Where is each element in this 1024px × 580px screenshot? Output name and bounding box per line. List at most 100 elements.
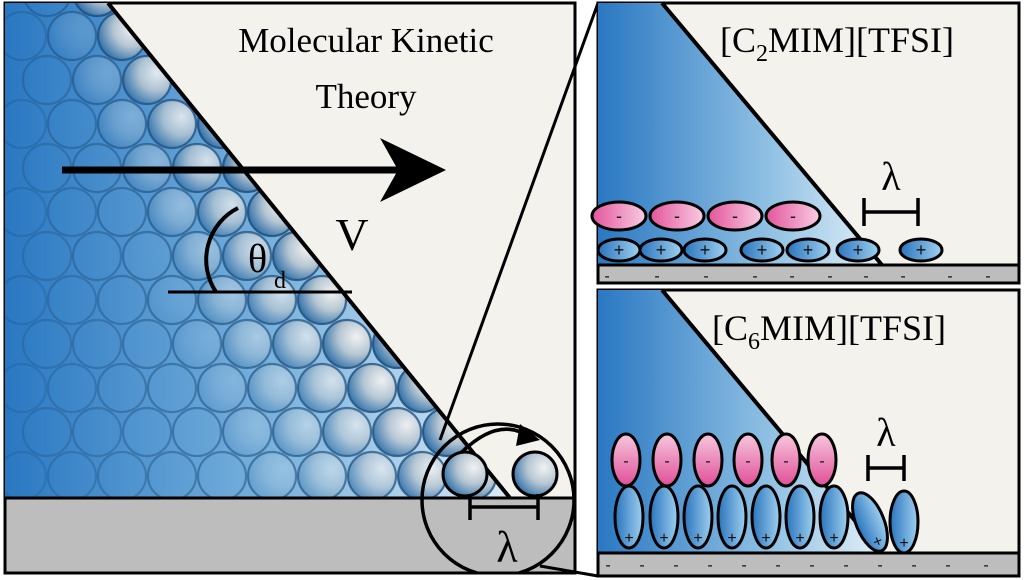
hopping-molecule	[511, 450, 559, 498]
liquid-molecule	[371, 406, 423, 458]
liquid-molecule	[71, 406, 123, 458]
contact-angle-symbol: θ	[248, 236, 267, 281]
surface-charge: -	[877, 557, 882, 574]
cation	[898, 237, 944, 263]
liquid-molecule	[71, 54, 123, 106]
anion	[732, 432, 764, 488]
liquid-molecule	[196, 450, 248, 498]
liquid-molecule	[196, 362, 248, 414]
zoom-inset	[420, 422, 575, 573]
c6-title-post: MIM][TFSI]	[760, 308, 946, 348]
zoom-projection-upper	[438, 2, 600, 441]
cation-sign: +	[853, 240, 864, 260]
surface-charge: -	[605, 557, 610, 574]
anion-sign: -	[732, 206, 738, 226]
velocity-arrow-head	[380, 138, 446, 202]
anion	[806, 432, 838, 488]
liquid-vapor-interface	[106, 1, 512, 500]
liquid-molecule	[5, 10, 48, 62]
cation-sign: +	[614, 240, 625, 260]
anion-sign: -	[616, 206, 622, 226]
cation-group: +	[613, 484, 645, 550]
top-right-panel: ----+++++++ ---------- λ [C2MIM][TFSI]	[590, 1, 1021, 285]
liquid-molecule	[5, 186, 48, 238]
liquid-molecule	[96, 450, 148, 498]
surface-charge: -	[843, 557, 848, 574]
zoom-projection-lower	[539, 564, 599, 578]
anion-sign: -	[790, 206, 796, 226]
liquid-molecule	[96, 98, 148, 150]
surface-charge: -	[741, 557, 746, 574]
cation-sign: +	[899, 535, 908, 552]
surface-charge: -	[985, 268, 990, 285]
cation-sign: +	[761, 530, 770, 547]
anion-sign: -	[819, 453, 824, 470]
surface-charge: -	[983, 557, 988, 574]
cation	[835, 237, 881, 263]
cation	[888, 489, 920, 555]
c2-liquid	[598, 3, 882, 265]
anion-sign: -	[783, 453, 788, 470]
liquid-molecule	[171, 230, 223, 282]
zoom-circle	[420, 422, 575, 573]
liquid-molecule	[171, 406, 223, 458]
liquid-molecule	[46, 274, 98, 326]
liquid-molecule	[146, 450, 198, 498]
c2-surface-charges: ----------	[604, 268, 990, 285]
liquid-molecule	[71, 230, 123, 282]
title-line-2: Theory	[315, 77, 417, 116]
velocity-label: V	[335, 209, 368, 260]
c6-title-pre: [C	[712, 308, 748, 348]
cation	[750, 484, 782, 550]
anion	[692, 432, 724, 488]
surface-charge: -	[752, 268, 757, 285]
cation	[716, 484, 748, 550]
liquid-molecule	[21, 318, 73, 370]
cation-sign: +	[795, 530, 804, 547]
liquid-molecule	[271, 318, 323, 370]
cation	[739, 237, 785, 263]
liquid-molecule	[171, 318, 223, 370]
liquid-molecule	[146, 274, 198, 326]
cation	[648, 484, 680, 550]
liquid-molecule	[196, 186, 248, 238]
liquid-molecule	[21, 406, 73, 458]
surface-charge: -	[654, 268, 659, 285]
liquid-molecule	[221, 406, 273, 458]
cation-sign: +	[659, 530, 668, 547]
surface-charge: -	[900, 268, 905, 285]
title-line-1: Molecular Kinetic	[238, 21, 494, 60]
surface-charge: -	[639, 557, 644, 574]
surface-charge: -	[789, 268, 794, 285]
c2-lambda-label: λ	[881, 154, 901, 199]
surface-charge: -	[945, 557, 950, 574]
c6-surface-charges: ------------	[605, 557, 988, 574]
liquid-molecule	[71, 318, 123, 370]
liquid-molecule	[146, 98, 198, 150]
bottom-right-panel: ------+++++++++ ------------ λ [C6MIM][T…	[596, 288, 1021, 578]
liquid-molecule	[46, 450, 98, 498]
cation-sign: +	[693, 530, 702, 547]
liquid-molecule	[196, 274, 248, 326]
liquid-molecule	[96, 186, 148, 238]
surface-charge: -	[809, 557, 814, 574]
liquid-molecule	[21, 3, 73, 18]
c2-interface	[660, 1, 884, 267]
hop-arrow-head	[516, 424, 540, 446]
cation	[851, 491, 889, 553]
liquid-molecule	[96, 274, 148, 326]
left-panel: Molecular Kinetic Theory V θ d λ	[3, 1, 577, 575]
liquid-molecule	[296, 362, 348, 414]
jump-length-label: λ	[496, 523, 518, 572]
cation-group: +	[648, 484, 680, 550]
cation	[785, 237, 831, 263]
liquid-molecule	[296, 274, 348, 326]
liquid-molecule	[5, 362, 48, 414]
cation	[682, 484, 714, 550]
cation-group: +	[750, 484, 782, 550]
liquid-molecule	[296, 450, 348, 498]
cation-sign: +	[656, 240, 667, 260]
cation	[613, 484, 645, 550]
liquid-molecule	[271, 406, 323, 458]
